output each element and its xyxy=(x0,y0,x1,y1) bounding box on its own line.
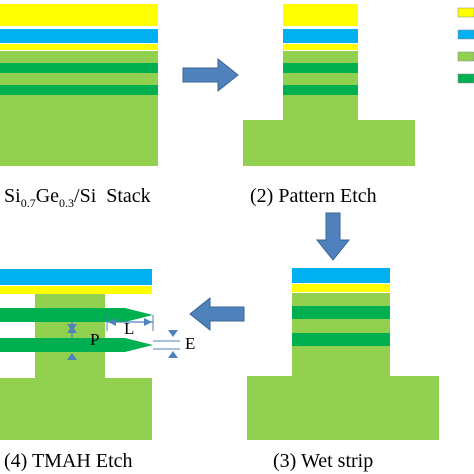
layer-blue xyxy=(0,29,158,43)
layer-si-1 xyxy=(292,306,390,319)
legend-swatch-light-green xyxy=(457,51,474,62)
layer-yellow xyxy=(0,286,152,294)
layer-si-2 xyxy=(283,85,358,95)
down-arrow-icon xyxy=(315,212,351,261)
nanosheet-1 xyxy=(0,308,153,322)
step2-label: (2) Pattern Etch xyxy=(250,185,377,207)
substrate xyxy=(0,378,152,440)
layer-si-2 xyxy=(0,85,158,95)
layer-si-1 xyxy=(283,63,358,73)
layer-sige-2 xyxy=(283,73,358,85)
step1-stack xyxy=(0,4,158,166)
marker-l: L xyxy=(124,319,134,338)
layer-blue xyxy=(0,269,152,285)
fin-base xyxy=(283,95,358,120)
layer-yellow-top xyxy=(0,4,158,26)
substrate xyxy=(243,120,415,166)
substrate xyxy=(247,376,439,440)
layer-blue xyxy=(292,268,390,283)
layer-si-1 xyxy=(0,63,158,73)
step3-wet-strip xyxy=(247,268,439,440)
left-arrow-icon xyxy=(189,296,245,332)
nanosheet-2 xyxy=(0,338,153,352)
marker-p: P xyxy=(90,330,99,349)
step1-label: Si0.7Ge0.3/Si Stack xyxy=(4,185,151,210)
right-arrow-icon xyxy=(182,57,239,93)
dimension-markers xyxy=(67,315,180,360)
layer-yellow xyxy=(283,44,358,50)
fin-base xyxy=(292,346,390,376)
legend-swatch-blue xyxy=(457,29,474,40)
step4-tmah-etch xyxy=(0,269,153,440)
step2-pattern-etch xyxy=(243,4,415,166)
layer-yellow xyxy=(0,44,158,50)
legend-swatch-dark-green xyxy=(457,73,474,84)
layer-sige-2 xyxy=(292,319,390,333)
step4-label: (4) TMAH Etch xyxy=(4,450,133,472)
layer-yellow-top xyxy=(283,4,358,26)
layer-sige-1 xyxy=(283,51,358,63)
layer-sige-2 xyxy=(0,73,158,85)
legend-swatch-yellow xyxy=(457,7,474,18)
layer-sige-1 xyxy=(292,293,390,306)
legend xyxy=(457,7,474,84)
layer-yellow xyxy=(292,284,390,292)
layer-blue xyxy=(283,29,358,43)
layer-sige-1 xyxy=(0,51,158,63)
substrate xyxy=(0,95,158,166)
step3-label: (3) Wet strip xyxy=(273,450,373,472)
layer-si-2 xyxy=(292,333,390,346)
marker-e: E xyxy=(185,334,195,353)
